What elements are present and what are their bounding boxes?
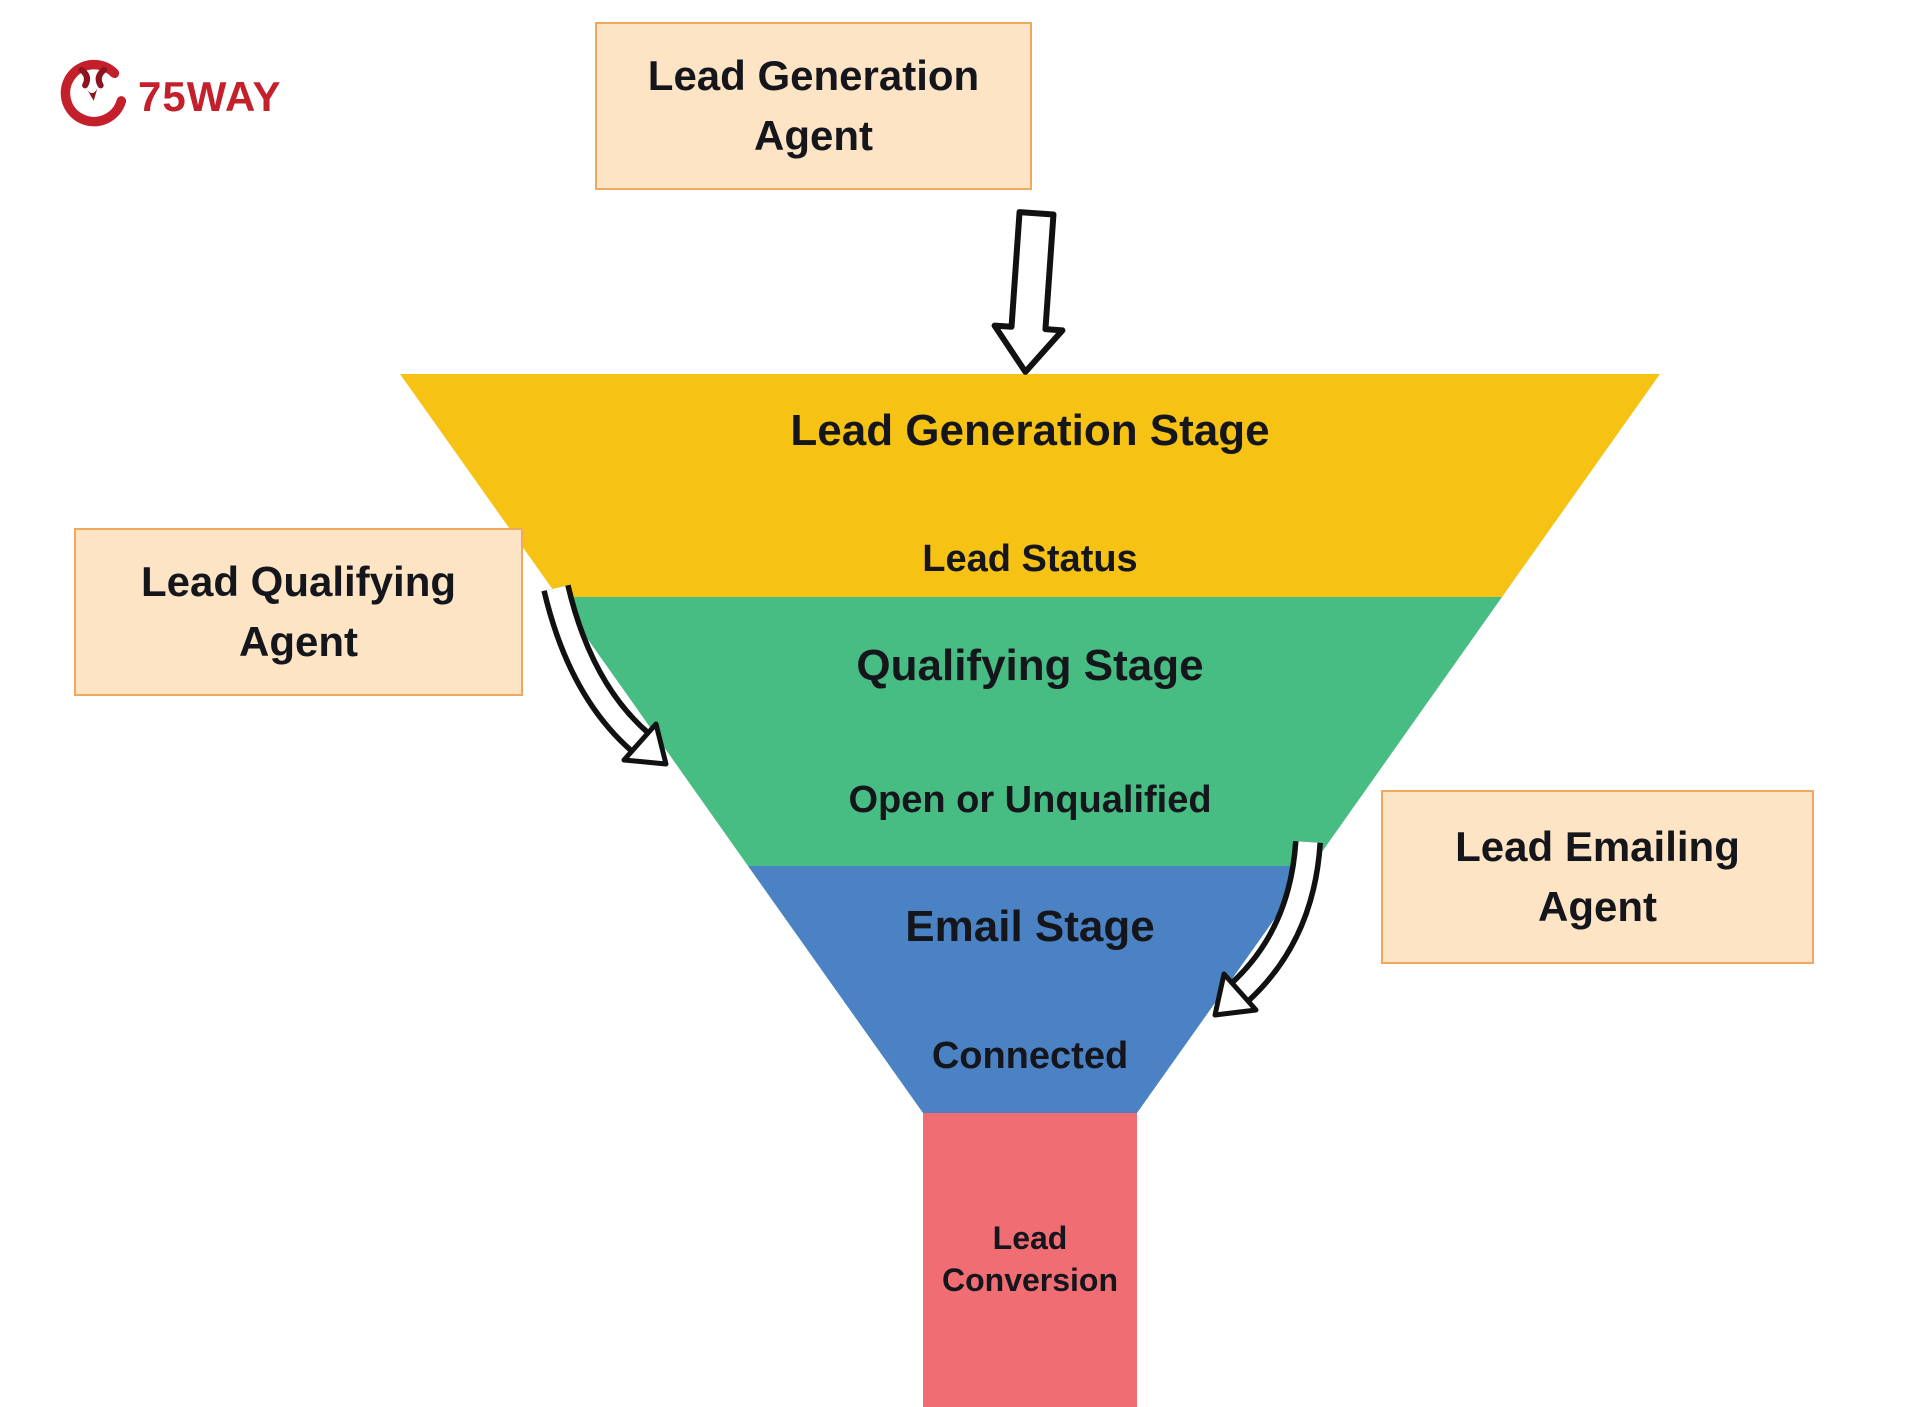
stage-1-status: Lead Status xyxy=(922,538,1138,580)
label-lead-qualifying-agent-line1: Lead Qualifying xyxy=(140,558,457,606)
funnel-stage-qualifying xyxy=(558,597,1502,866)
stage-2-title: Qualifying Stage xyxy=(856,641,1204,690)
brand-logo: 75WAY xyxy=(50,56,282,137)
stage-3-status: Connected xyxy=(931,1035,1129,1077)
label-lead-generation-agent-line1: Lead Generation xyxy=(647,52,980,100)
stage-2-status: Open or Unqualified xyxy=(848,779,1212,821)
brand-logo-icon xyxy=(50,56,134,137)
label-lead-generation-agent-line2: Agent xyxy=(754,112,873,159)
stage-1-title: Lead Generation Stage xyxy=(790,406,1270,455)
funnel-stage-email xyxy=(748,866,1312,1113)
label-lead-qualifying-agent: Lead Qualifying Agent xyxy=(74,528,523,696)
label-lead-generation-agent: Lead Generation Agent xyxy=(595,22,1032,190)
down-arrow-icon xyxy=(991,209,1066,375)
label-lead-emailing-agent-line2: Agent xyxy=(1538,883,1657,930)
label-lead-emailing-agent: Lead Emailing Agent xyxy=(1381,790,1814,964)
label-lead-qualifying-agent-line2: Agent xyxy=(239,618,358,665)
funnel-stage-lead-conversion xyxy=(923,1113,1137,1407)
curved-arrow-left-icon xyxy=(541,584,669,767)
brand-logo-text: 75WAY xyxy=(138,72,282,120)
funnel-stage-lead-generation xyxy=(400,374,1660,597)
stage-3-title: Email Stage xyxy=(905,902,1155,951)
label-lead-emailing-agent-line1: Lead Emailing xyxy=(1455,823,1740,871)
stage-4-title: Lead Conversion xyxy=(941,1220,1119,1298)
curved-arrow-right-icon xyxy=(1212,840,1323,1018)
